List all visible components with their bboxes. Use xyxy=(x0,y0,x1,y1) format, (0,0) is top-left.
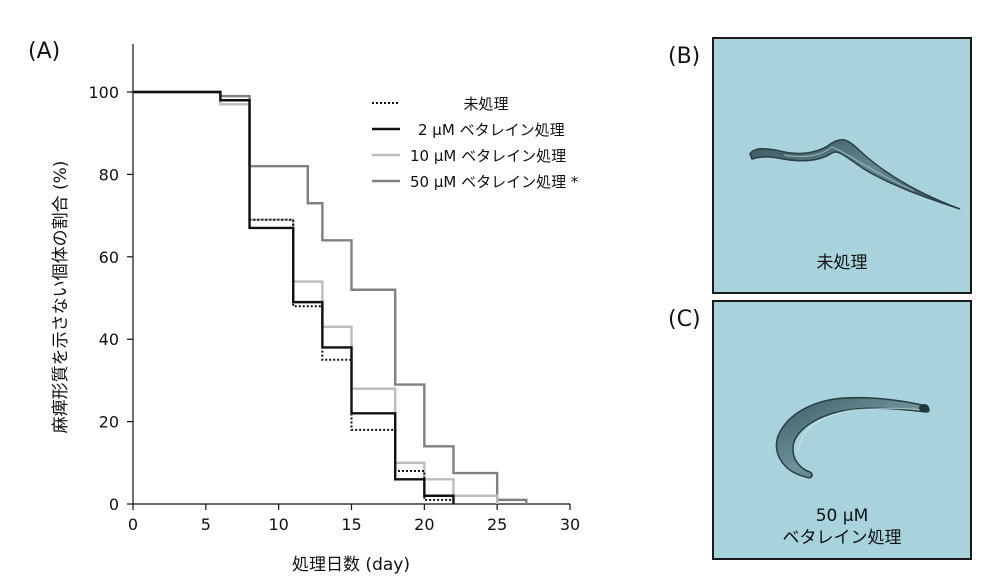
micrograph-betalain-50uM: 50 μM ベタレイン処理 xyxy=(712,300,972,560)
legend-label-1: 2 μM ベタレイン処理 xyxy=(418,121,565,139)
micrograph-untreated: 未処理 xyxy=(712,37,972,294)
x-tick-label: 10 xyxy=(268,515,288,534)
y-tick-label: 40 xyxy=(99,330,119,349)
worm-straight-image xyxy=(749,138,961,210)
x-tick-label: 25 xyxy=(487,515,507,534)
x-tick-label: 20 xyxy=(414,515,434,534)
panel-a-label: (A) xyxy=(28,39,60,64)
x-tick-label: 0 xyxy=(128,515,138,534)
plot-area: 0 20 40 60 80 100 0 5 10 15 20 25 30 未処理 2 μM ベタレイン処理 1… xyxy=(88,44,580,534)
panel-c-caption-concentration: 50 μM xyxy=(815,506,869,526)
legend-label-3: 50 μM ベタレイン処理 * xyxy=(410,173,579,191)
y-tick-label: 20 xyxy=(99,413,119,432)
y-tick-label: 80 xyxy=(99,165,119,184)
panel-c-label: (C) xyxy=(668,307,701,332)
legend-label-2: 10 μM ベタレイン処理 xyxy=(410,147,566,165)
x-axis-label: 処理日数 (day) xyxy=(292,555,410,575)
y-tick-label: 0 xyxy=(109,495,119,514)
legend-label-0: 未処理 xyxy=(463,95,508,113)
worm-curled-image xyxy=(775,396,930,479)
y-tick-label: 60 xyxy=(99,248,119,267)
series-line-0 xyxy=(133,91,455,504)
x-tick-label: 5 xyxy=(201,515,211,534)
panel-b-caption: 未処理 xyxy=(816,253,868,273)
panel-c-caption-treatment: ベタレイン処理 xyxy=(782,528,902,548)
y-tick-label: 100 xyxy=(88,83,119,102)
x-tick-label: 30 xyxy=(560,515,580,534)
panel-b-label: (B) xyxy=(668,44,701,69)
series-line-1 xyxy=(133,90,455,504)
survival-chart: 0 20 40 60 80 100 0 5 10 15 20 25 30 未処理 2 μM ベタレイン処理 1… xyxy=(28,39,580,575)
x-tick-label: 15 xyxy=(341,515,361,534)
y-axis-label: 麻痺形質を示さない個体の割合 (%) xyxy=(51,161,71,434)
